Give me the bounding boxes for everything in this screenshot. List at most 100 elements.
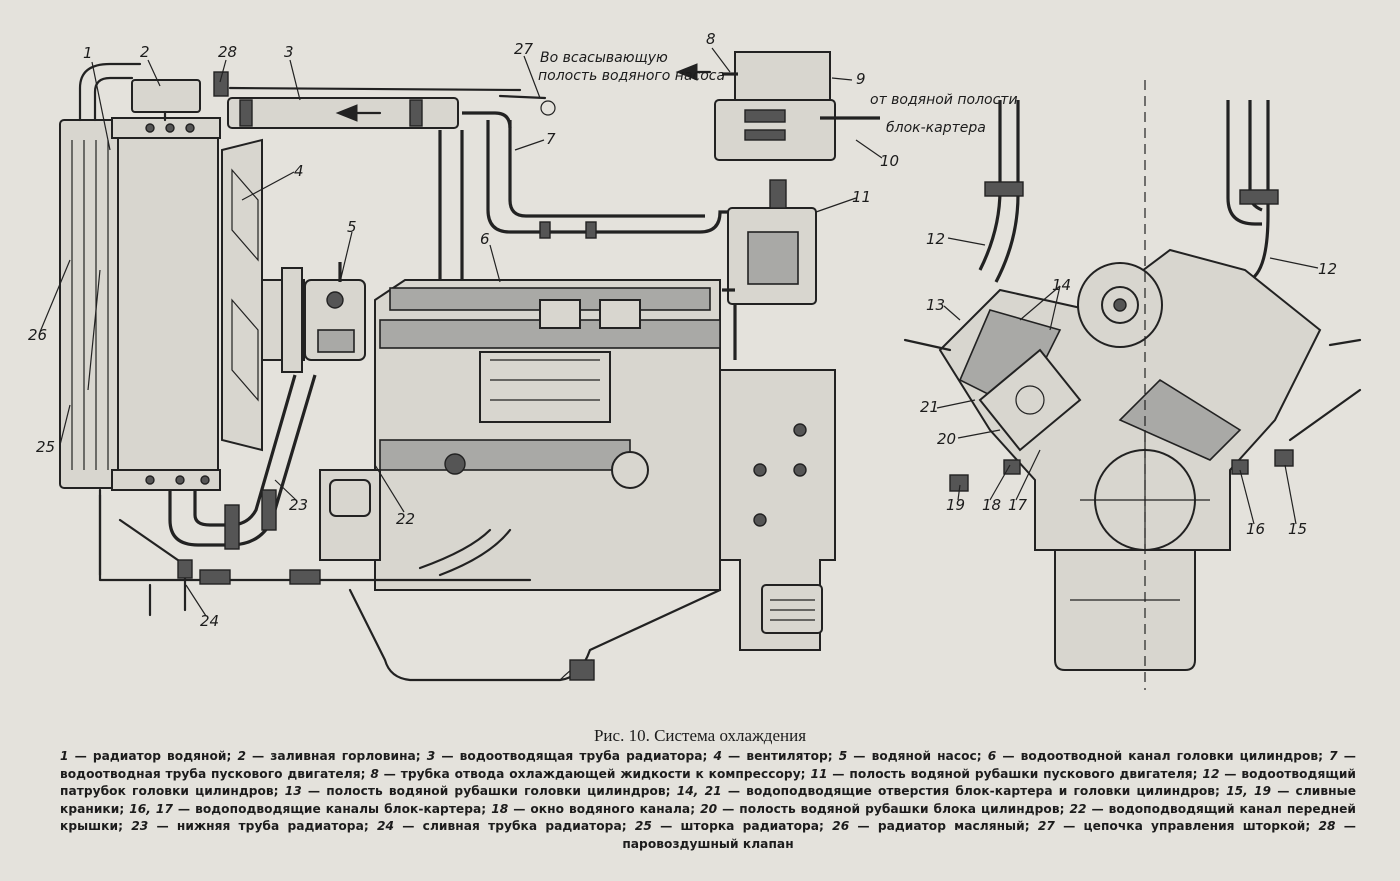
legend-entry-number: 18 bbox=[491, 801, 509, 816]
legend-entry: 8 — трубка отвода охлаждающей жидкости к… bbox=[370, 767, 805, 781]
label-1: 1 bbox=[83, 44, 93, 62]
legend-entry-number: 23 bbox=[131, 819, 149, 833]
legend-entry: 7 — водоотводная труба пускового двигате… bbox=[60, 749, 1356, 781]
shutter-chain bbox=[498, 94, 547, 100]
legend-entry: 28 — паровоздушный клапан bbox=[622, 819, 1356, 851]
legend-entry: 26 — радиатор масляный; bbox=[832, 819, 1029, 833]
legend-entry-text: — водоподводящий канал передней крышки; bbox=[60, 801, 1356, 834]
label-11: 11 bbox=[852, 188, 871, 206]
legend-entry: 3 — водоотводящая труба радиатора; bbox=[427, 749, 708, 763]
label-18: 18 bbox=[982, 496, 1001, 514]
front-oil-pan bbox=[1054, 549, 1196, 671]
legend-entry-number: 7 bbox=[1329, 749, 1338, 763]
label-21: 21 bbox=[920, 398, 939, 416]
callout-labels: 1 2 28 3 4 5 6 7 8 9 10 11 27 26 25 23 2… bbox=[28, 30, 1337, 630]
legend-entry-text: — сливные краники; bbox=[60, 784, 1357, 816]
legend-entry: 20 — полость водяной рубашки блока цилин… bbox=[700, 802, 1064, 816]
legend-entry: 4 — вентилятор; bbox=[713, 749, 832, 763]
legend-entry: 24 — сливная трубка радиатора; bbox=[377, 819, 627, 833]
legend-entry-number: 13 bbox=[284, 784, 302, 798]
legend-entry-number: 8 bbox=[370, 766, 379, 781]
label-20: 20 bbox=[937, 430, 956, 448]
legend-entry-text: — водоотводная труба пускового двигателя… bbox=[60, 749, 1356, 781]
label-16: 16 bbox=[1246, 520, 1265, 538]
legend-entry-text: — трубка отвода охлаждающей жидкости к к… bbox=[378, 766, 806, 781]
label-10: 10 bbox=[880, 152, 899, 170]
label-17: 17 bbox=[1008, 496, 1028, 514]
legend-entry-text: — водоподводящие отверстия блок-картера … bbox=[721, 784, 1220, 798]
lower-radiator-pipe bbox=[168, 374, 317, 550]
legend-entry-text: — полость водяной рубашки пускового двиг… bbox=[827, 766, 1198, 781]
legend-entry-number: 16, 17 bbox=[129, 801, 173, 816]
legend-entry: 2 — заливная горловина; bbox=[237, 749, 420, 763]
label-2: 2 bbox=[140, 43, 150, 61]
label-12-left: 12 bbox=[926, 230, 945, 248]
legend-entry-text: — радиатор масляный; bbox=[849, 819, 1030, 833]
radiator-outlet-pipe bbox=[227, 86, 522, 300]
figure-caption: Рис. 10. Система охлаждения bbox=[593, 726, 807, 745]
legend-entry-number: 28 bbox=[1318, 819, 1336, 833]
legend-entry-number: 25 bbox=[634, 819, 652, 833]
legend-entry-number: 5 bbox=[838, 749, 848, 763]
legend-entry-number: 3 bbox=[426, 749, 436, 763]
front-view bbox=[903, 80, 1362, 690]
legend-entry-number: 4 bbox=[713, 749, 723, 763]
starter-outlet-pipe bbox=[486, 120, 740, 234]
oil-pan bbox=[348, 588, 722, 682]
legend-entry-text: — водоподводящие каналы блок-картера; bbox=[172, 801, 487, 816]
legend-entry: 27 — цепочка управления шторкой; bbox=[1038, 819, 1310, 833]
legend-entry-number: 11 bbox=[810, 766, 828, 781]
legend-entry-number: 12 bbox=[1202, 766, 1220, 781]
legend-entry: 12 — водоотводящий патрубок головки цили… bbox=[60, 767, 1356, 799]
engine-block bbox=[319, 279, 721, 591]
label-4: 4 bbox=[294, 162, 304, 180]
label-3: 3 bbox=[284, 43, 294, 61]
legend-entry-number: 22 bbox=[1069, 801, 1087, 816]
side-view bbox=[59, 51, 880, 682]
flywheel-housing bbox=[719, 369, 836, 651]
legend-entry: 18 — окно водяного канала; bbox=[491, 802, 695, 816]
label-23: 23 bbox=[289, 496, 308, 514]
label-5: 5 bbox=[347, 218, 357, 236]
legend-entry-text: — заливная горловина; bbox=[245, 749, 421, 763]
legend-entry: 6 — водоотводной канал головки цилиндров… bbox=[988, 749, 1323, 763]
legend-entry-text: — водоотводящий патрубок головки цилиндр… bbox=[60, 766, 1357, 799]
legend-entry-text: — полость водяной рубашки блока цилиндро… bbox=[717, 801, 1065, 816]
legend-entry-number: 2 bbox=[237, 749, 246, 763]
legend-entry-text: — цепочка управления шторкой; bbox=[1054, 819, 1311, 833]
label-22: 22 bbox=[396, 510, 415, 528]
label-28: 28 bbox=[218, 43, 237, 61]
legend-entry-text: — водоотводной канал головки цилиндров; bbox=[996, 749, 1324, 763]
legend-entry-number: 15, 19 bbox=[1226, 784, 1272, 798]
label-9: 9 bbox=[856, 70, 866, 88]
legend-entry: 15, 19 — сливные краники; bbox=[60, 784, 1356, 816]
legend-entry-number: 14, 21 bbox=[676, 784, 722, 798]
compressor bbox=[675, 51, 880, 161]
legend-entry-text: — окно водяного канала; bbox=[508, 801, 696, 816]
label-7: 7 bbox=[546, 130, 556, 148]
legend-entry-number: 27 bbox=[1037, 819, 1055, 833]
label-27: 27 bbox=[514, 40, 534, 58]
filler-neck bbox=[131, 79, 201, 113]
legend-entry-number: 26 bbox=[832, 819, 850, 833]
legend-entry-number: 1 bbox=[60, 749, 69, 763]
starter-engine bbox=[722, 179, 817, 360]
legend-entry-text: — вентилятор; bbox=[722, 749, 833, 763]
note-suction-1: Во всасывающую bbox=[540, 50, 668, 66]
label-24: 24 bbox=[200, 612, 219, 630]
note-suction-2: полость водяного насоса bbox=[538, 68, 725, 84]
right-outlet-pipe bbox=[1226, 100, 1262, 226]
legend-entry: 25 — шторка радиатора; bbox=[635, 819, 824, 833]
figure-legend: 1 — радиатор водяной; 2 — заливная горло… bbox=[60, 748, 1356, 853]
legend-entry-number: 20 bbox=[700, 801, 718, 816]
legend-entry: 16, 17 — водоподводящие каналы блок-карт… bbox=[129, 802, 486, 816]
legend-entry-number: 24 bbox=[376, 819, 395, 833]
note-block-2: блок-картера bbox=[886, 120, 986, 136]
label-14: 14 bbox=[1052, 276, 1071, 294]
label-15: 15 bbox=[1288, 520, 1307, 538]
legend-entry-text: — радиатор водяной; bbox=[68, 749, 232, 763]
legend-entry-text: — водоотводящая труба радиатора; bbox=[435, 749, 708, 763]
legend-entry: 11 — полость водяной рубашки пускового д… bbox=[810, 767, 1197, 781]
legend-entry: 13 — полость водяной рубашки головки цил… bbox=[285, 784, 671, 798]
legend-entry-text: — паровоздушный клапан bbox=[622, 819, 1357, 851]
